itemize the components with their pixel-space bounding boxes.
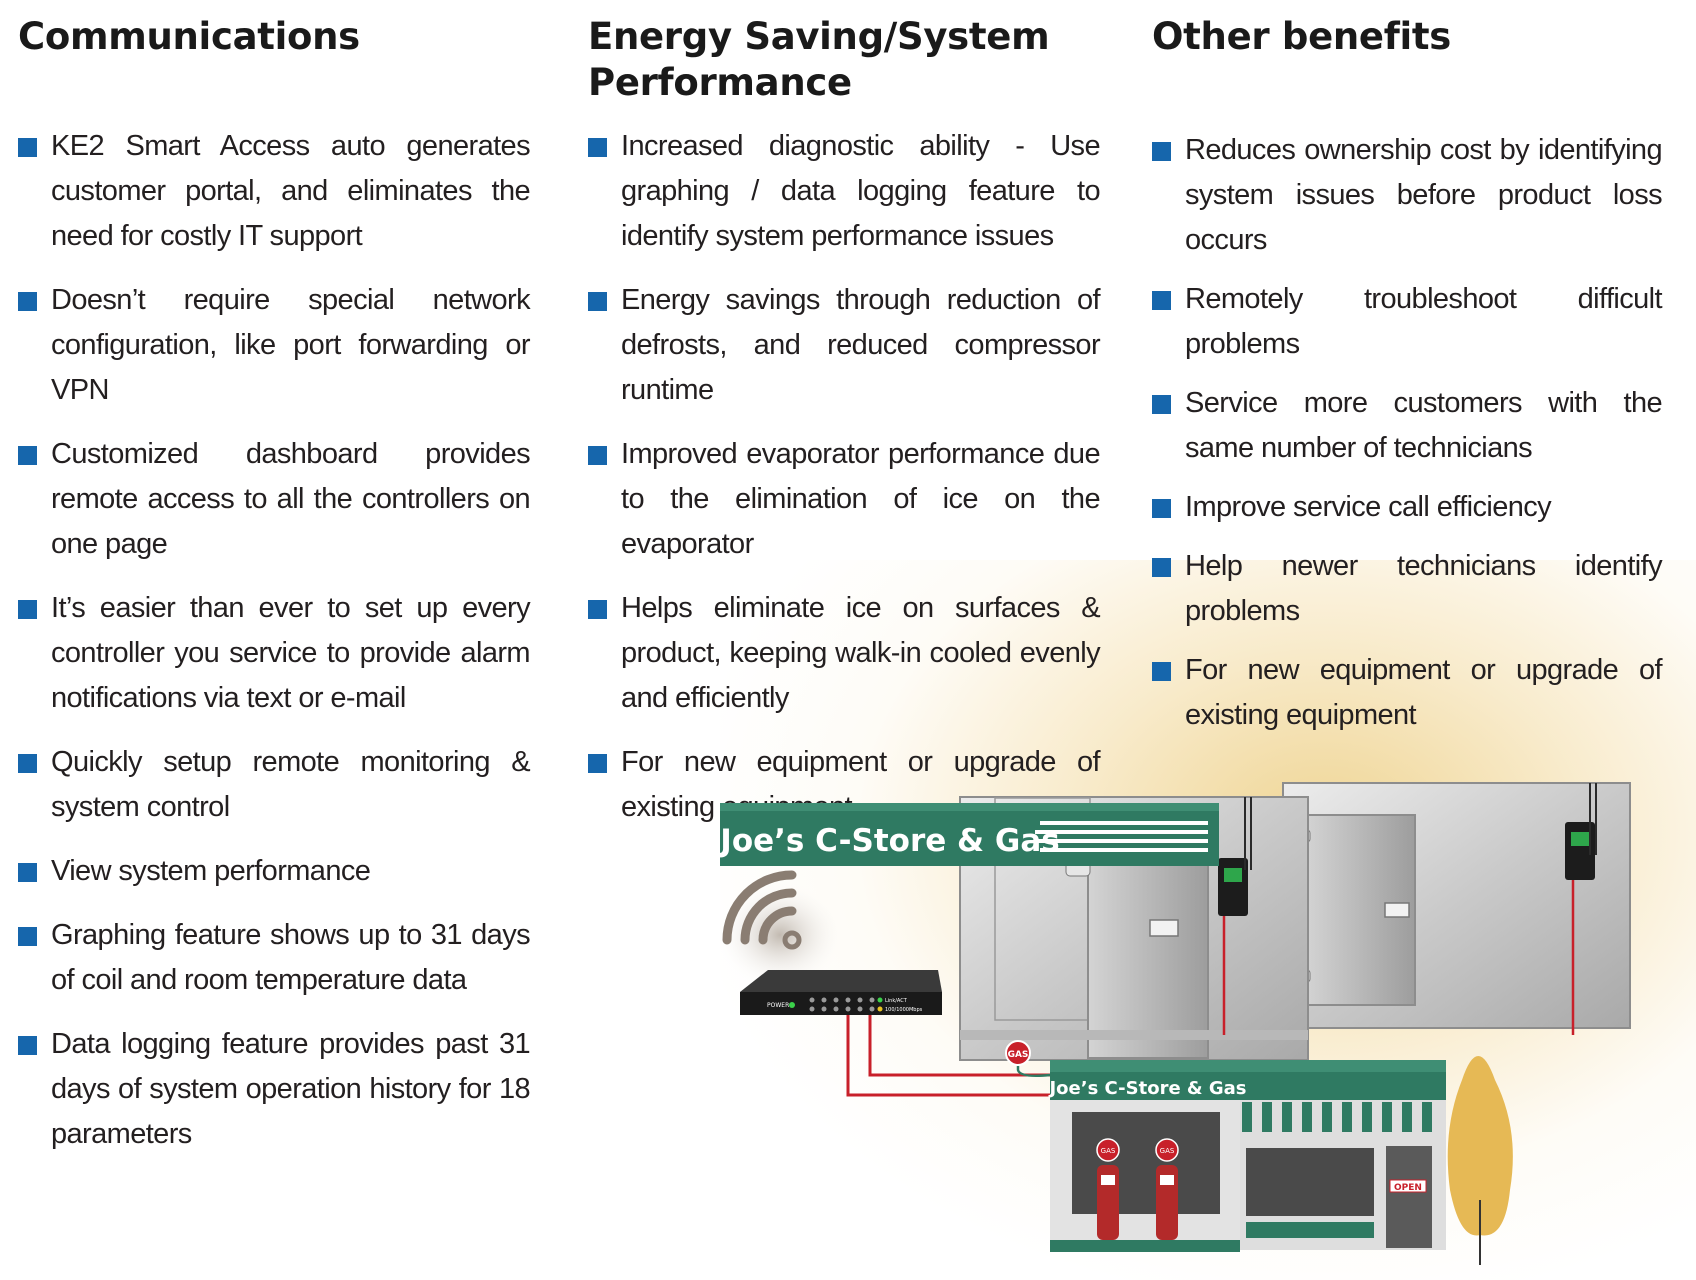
benefit-text: Quickly setup remote monitoring & system…: [51, 746, 531, 823]
benefit-list: KE2 Smart Access auto generates customer…: [18, 124, 531, 1157]
power-label: POWER: [767, 1002, 789, 1009]
energy-saving-column: Energy Saving/System Performance Increas…: [588, 14, 1101, 849]
banner-text: Joe’s C-Store & Gas: [720, 823, 1060, 859]
benefit-text: Customized dashboard provides remote acc…: [51, 438, 531, 560]
benefit-text: It’s easier than ever to set up every co…: [51, 592, 531, 714]
square-bullet-icon: [1152, 142, 1171, 161]
communications-column: Communications KE2 Smart Access auto gen…: [18, 14, 531, 1176]
store-sign-text: Joe’s C-Store & Gas: [1047, 1078, 1246, 1099]
square-bullet-icon: [18, 292, 37, 311]
benefit-item: Data logging feature provides past 31 da…: [18, 1022, 531, 1157]
benefit-item: Helps eliminate ice on surfaces & produc…: [588, 586, 1101, 721]
benefit-list: Reduces ownership cost by identifying sy…: [1152, 128, 1663, 738]
benefit-text: Reduces ownership cost by identifying sy…: [1185, 134, 1663, 256]
benefit-item: Customized dashboard provides remote acc…: [18, 432, 531, 567]
benefit-item: Reduces ownership cost by identifying sy…: [1152, 128, 1663, 263]
other-benefits-column: Other benefits Reduces ownership cost by…: [1152, 14, 1663, 752]
store-building: Joe’s C-Store & Gas GAS GAS OPEN: [1047, 1060, 1446, 1252]
walk-in-cooler-back: [1282, 782, 1631, 1035]
square-bullet-icon: [18, 600, 37, 619]
benefit-text: Data logging feature provides past 31 da…: [51, 1028, 531, 1150]
square-bullet-icon: [588, 600, 607, 619]
column-title: Communications: [18, 15, 360, 58]
benefit-item: For new equipment or upgrade of existing…: [1152, 648, 1663, 738]
benefit-list: Increased diagnostic ability - Use graph…: [588, 124, 1101, 830]
square-bullet-icon: [1152, 499, 1171, 518]
benefit-item: Energy savings through reduction of defr…: [588, 278, 1101, 413]
benefit-item: Service more customers with the same num…: [1152, 381, 1663, 471]
column-title: Other benefits: [1152, 15, 1452, 58]
square-bullet-icon: [18, 1036, 37, 1055]
network-switch: POWER Link/ACT 100/1000Mbps: [740, 970, 942, 1015]
benefit-text: View system performance: [51, 855, 371, 887]
square-bullet-icon: [1152, 395, 1171, 414]
benefit-item: Doesn’t require special network configur…: [18, 278, 531, 413]
benefit-text: Improved evaporator performance due to t…: [621, 438, 1101, 560]
benefit-item: Graphing feature shows up to 31 days of …: [18, 913, 531, 1003]
benefit-item: Improved evaporator performance due to t…: [588, 432, 1101, 567]
square-bullet-icon: [1152, 291, 1171, 310]
network-cables: [846, 1015, 1050, 1097]
wifi-icon: [720, 870, 845, 990]
benefit-item: Improve service call efficiency: [1152, 485, 1662, 530]
benefit-text: KE2 Smart Access auto generates customer…: [51, 130, 531, 252]
benefit-item: KE2 Smart Access auto generates customer…: [18, 124, 531, 259]
benefit-text: Doesn’t require special network configur…: [51, 284, 531, 406]
store-banner: Joe’s C-Store & Gas: [720, 803, 1219, 866]
benefit-item: Remotely troubleshoot difficult problems: [1152, 277, 1663, 367]
square-bullet-icon: [1152, 558, 1171, 577]
benefit-text: Graphing feature shows up to 31 days of …: [51, 919, 531, 996]
benefit-item: Increased diagnostic ability - Use graph…: [588, 124, 1101, 259]
benefit-text: Service more customers with the same num…: [1185, 387, 1663, 464]
svg-text:GAS: GAS: [1160, 1147, 1175, 1155]
gas-pump: GAS: [1096, 1138, 1120, 1240]
benefit-text: Remotely troubleshoot difficult problems: [1185, 283, 1663, 360]
controller-device: [1218, 858, 1248, 916]
link-label: Link/ACT: [885, 998, 908, 1004]
square-bullet-icon: [18, 446, 37, 465]
square-bullet-icon: [588, 138, 607, 157]
gas-emblem: GAS: [1005, 1040, 1051, 1078]
benefit-text: Helps eliminate ice on surfaces & produc…: [621, 592, 1101, 714]
open-sign: OPEN: [1394, 1183, 1422, 1193]
speed-label: 100/1000Mbps: [885, 1007, 923, 1013]
column-title: Energy Saving/System Performance: [588, 15, 1050, 104]
benefit-item: Help newer technicians identify problems: [1152, 544, 1663, 634]
benefit-item: View system performance: [18, 849, 530, 894]
square-bullet-icon: [588, 292, 607, 311]
square-bullet-icon: [1152, 662, 1171, 681]
square-bullet-icon: [18, 927, 37, 946]
square-bullet-icon: [588, 446, 607, 465]
benefit-text: Increased diagnostic ability - Use graph…: [621, 130, 1101, 252]
store-illustration: Joe’s C-Store & Gas POWER Link/ACT 100/1…: [720, 782, 1631, 1265]
square-bullet-icon: [18, 863, 37, 882]
svg-text:GAS: GAS: [1008, 1050, 1029, 1060]
benefit-text: Help newer technicians identify problems: [1185, 550, 1663, 627]
benefit-text: For new equipment or upgrade of existing…: [1185, 654, 1663, 731]
benefit-item: It’s easier than ever to set up every co…: [18, 586, 531, 721]
square-bullet-icon: [588, 754, 607, 773]
square-bullet-icon: [18, 754, 37, 773]
benefit-item: Quickly setup remote monitoring & system…: [18, 740, 531, 830]
square-bullet-icon: [18, 138, 37, 157]
benefit-text: Improve service call efficiency: [1185, 491, 1552, 523]
tree: [1447, 1056, 1513, 1265]
gas-pump: GAS: [1155, 1138, 1179, 1240]
benefit-text: Energy savings through reduction of defr…: [621, 284, 1101, 406]
svg-text:GAS: GAS: [1101, 1147, 1116, 1155]
